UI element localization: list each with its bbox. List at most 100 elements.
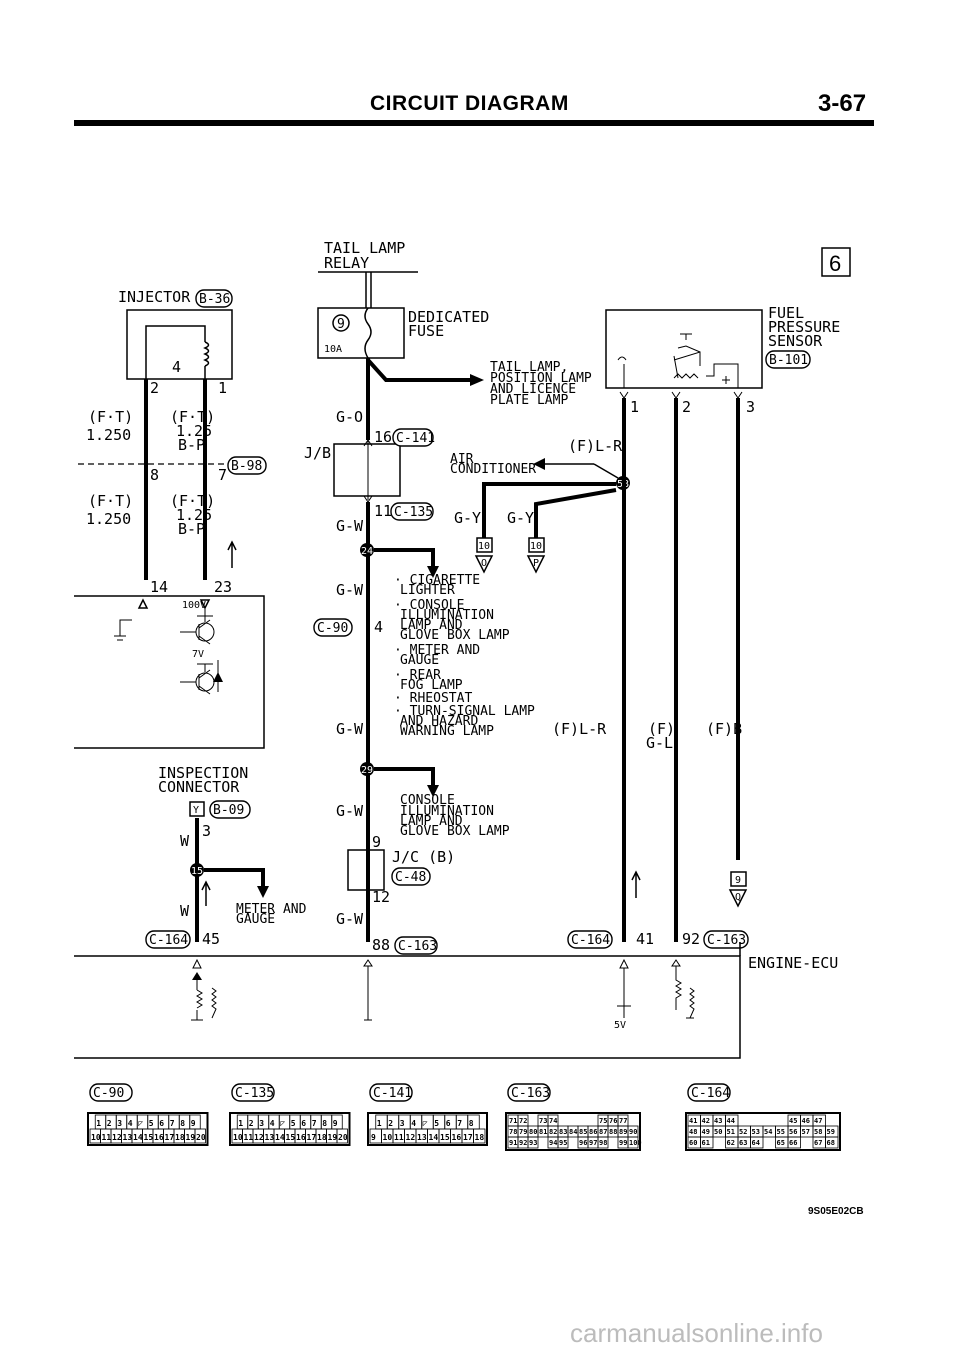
injector-coil-icon [203, 341, 210, 367]
pin-number: 44 [727, 1117, 735, 1125]
pin-23: 23 [214, 578, 232, 596]
meter-line1: METER AND [236, 902, 307, 917]
pin-number: 1 [238, 1119, 243, 1128]
fuse-number: 9 [337, 317, 345, 332]
pin-number: 19 [328, 1133, 338, 1142]
list-item: FOG LAMP [400, 678, 463, 693]
pin-number: 14 [429, 1133, 439, 1142]
figure-code: 9S05E02CB [808, 1206, 864, 1217]
pin-number: 42 [702, 1117, 710, 1125]
signal-arrow-up-2 [631, 870, 641, 898]
pin-number: 68 [827, 1139, 835, 1147]
wire-flr: (F)L-R [568, 437, 623, 455]
pin-number: 6 [446, 1119, 451, 1128]
ecu-pin-45-mark [192, 958, 202, 969]
node-24: 24 [361, 546, 373, 557]
connector-badge [369, 1083, 413, 1102]
sensor-pin3-lead [706, 363, 739, 388]
pin-number: 73 [539, 1117, 547, 1125]
pin-triangle-a [137, 598, 149, 609]
conn-c48: C-48 [395, 870, 426, 885]
conn-c164-right: C-164 [571, 933, 610, 948]
branch-cigarette-arrow-icon [427, 566, 439, 578]
conn-c135: C-135 [394, 505, 433, 520]
jc-junction-dot [366, 868, 370, 872]
conn-c163-badge-right [703, 930, 749, 949]
resistor-b-icon [211, 987, 217, 1019]
conn-10o-triangle [474, 555, 494, 574]
list-item: · TURN-SIGNAL LAMP [394, 704, 535, 719]
connector-badge [89, 1083, 133, 1102]
page-number: 3-67 [818, 90, 867, 117]
pin-number: 9 [191, 1119, 196, 1128]
pin-number: 81 [539, 1128, 547, 1136]
ground-icon-a [114, 619, 132, 641]
pin-number: 20 [338, 1133, 348, 1142]
aircon-line2: CONDITIONER [450, 462, 536, 477]
pin-4-c90: 4 [374, 618, 383, 636]
v5-label: 5V [614, 1020, 626, 1031]
pin-number: 85 [579, 1128, 587, 1136]
pullup-resistor-a-icon [191, 980, 203, 1021]
pin-cell [527, 1136, 539, 1149]
wire-gw-2: G-W [336, 581, 364, 599]
connector-badge [507, 1083, 551, 1102]
pin-number: 3 [259, 1119, 264, 1128]
pin-number: 41 [689, 1117, 697, 1125]
pin-number: 7 [457, 1119, 462, 1128]
inspection-line2: CONNECTOR [158, 778, 240, 796]
pin-number: 92 [519, 1139, 527, 1147]
resistor-icon [673, 373, 699, 379]
pin-number: 1 [377, 1119, 382, 1128]
pin-number: 78 [509, 1128, 517, 1136]
wire-size-b: 1.25 [176, 422, 212, 440]
pin-number: 16 [154, 1133, 164, 1142]
pin-number: 4 [411, 1119, 416, 1128]
connector-name: C-135 [235, 1086, 274, 1101]
node-29-dot [360, 762, 374, 776]
conn-c90: C-90 [317, 621, 348, 636]
pin-cell [473, 1128, 486, 1144]
branch-meter-arrow-icon [257, 886, 269, 898]
pin-number: 13 [265, 1133, 275, 1142]
pin-cell [750, 1136, 764, 1149]
pin-cell [336, 1128, 348, 1144]
aircon-line1: AIR [450, 452, 474, 467]
fuel-sensor-line2: PRESSURE [768, 318, 840, 336]
pin-number: ◸ [280, 1119, 285, 1128]
list-item: AND HAZARD [400, 714, 478, 729]
pin-number: 10 [383, 1133, 393, 1142]
ecu-pin-41-mark [617, 958, 631, 1018]
pin-number: 97 [589, 1139, 597, 1147]
pin-number: 100 [629, 1139, 642, 1147]
pin-number: 4 [270, 1119, 275, 1128]
pin-number: 91 [509, 1139, 517, 1147]
pin-number: 53 [752, 1128, 760, 1136]
injector-connector: B-36 [199, 292, 230, 307]
connector-frame [685, 1112, 841, 1151]
pin-cell [700, 1136, 714, 1149]
pin-number: 52 [739, 1128, 747, 1136]
wire-gy-2: G-Y [507, 509, 534, 527]
ecu-pin-88-mark [363, 959, 373, 1021]
wire-color-d: B-P [178, 520, 205, 538]
jb-label: J/B [304, 444, 331, 462]
sensor-element-icon [673, 333, 701, 379]
pin-number: 99 [619, 1139, 627, 1147]
conn-b98: B-98 [231, 459, 262, 474]
conn-10o-box [476, 537, 493, 553]
page-marker-box [821, 247, 851, 277]
pin-number: 7 [312, 1119, 317, 1128]
pin-11: 11 [374, 502, 392, 520]
pin-number: 77 [619, 1117, 627, 1125]
fps-pin-3: 3 [746, 398, 755, 416]
pin-number: 57 [802, 1128, 810, 1136]
pin-92: 92 [682, 930, 700, 948]
pin-number: 11 [394, 1133, 404, 1142]
wire-flr-2: (F)L-R [552, 720, 607, 738]
pin-9: 9 [372, 833, 381, 851]
conn-c164-badge-right [567, 930, 613, 949]
pin-number: 5 [434, 1119, 439, 1128]
